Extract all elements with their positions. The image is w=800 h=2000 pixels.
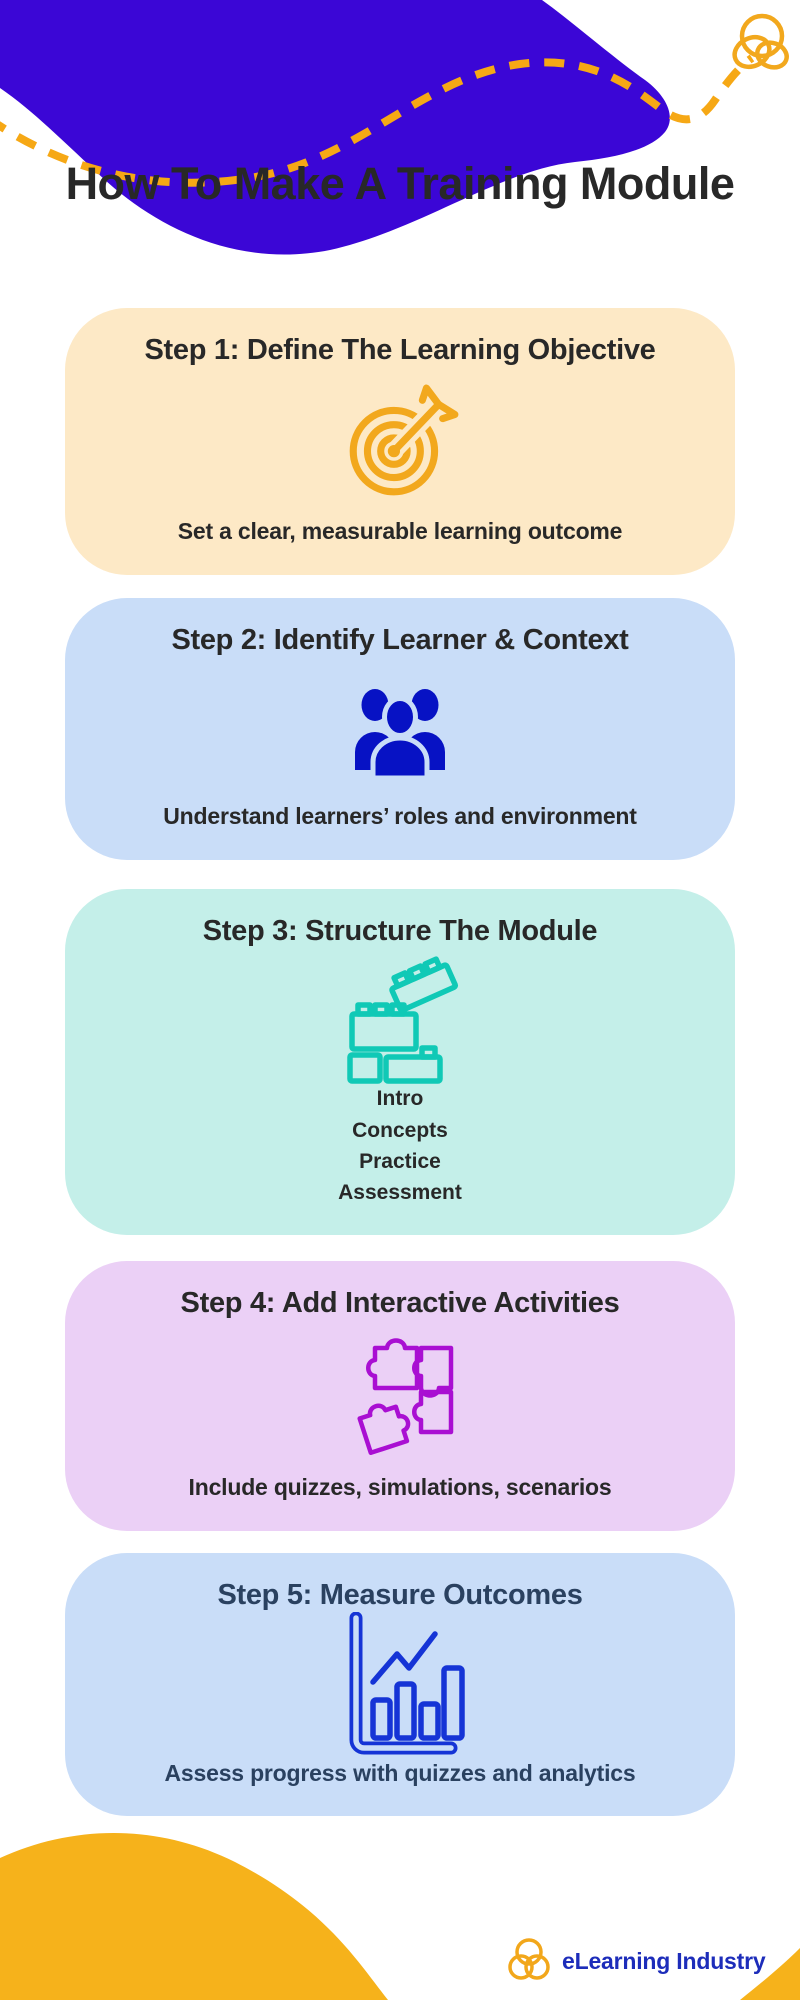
people-icon — [355, 689, 445, 780]
list-item: Concepts — [352, 1118, 448, 1142]
step-4-subtitle: Include quizzes, simulations, scenarios — [188, 1474, 612, 1500]
trefoil-icon — [508, 1938, 550, 1980]
module-structure-list: Intro Concepts Practice Assessment — [338, 1087, 462, 1205]
bar-chart-icon — [349, 1612, 465, 1755]
main-content: How To Make A Training Module Step 1: De… — [65, 158, 735, 1816]
step-2-subtitle: Understand learners’ roles and environme… — [163, 803, 637, 829]
step-3-title: Step 3: Structure The Module — [202, 915, 598, 947]
list-item: Practice — [359, 1149, 441, 1173]
brand-logo: eLearning Industry — [506, 1936, 766, 1986]
step-4-title: Step 4: Add Interactive Activities — [180, 1287, 620, 1319]
brand-name: eLearning Industry — [562, 1947, 766, 1974]
step-card-5: Step 5: Measure Outcomes Assess progress… — [65, 1553, 735, 1816]
step-2-title: Step 2: Identify Learner & Context — [171, 624, 629, 656]
step-1-icon-area — [339, 367, 461, 518]
step-4-icon-area — [341, 1320, 459, 1474]
step-card-3: Step 3: Structure The Module — [65, 889, 735, 1235]
step-3-icon-area — [329, 948, 471, 1087]
step-card-1: Step 1: Define The Learning Objective — [65, 308, 735, 575]
step-5-title: Step 5: Measure Outcomes — [217, 1579, 583, 1611]
step-card-2: Step 2: Identify Learner & Context Under — [65, 598, 735, 860]
list-item: Assessment — [338, 1180, 462, 1204]
step-1-title: Step 1: Define The Learning Objective — [144, 334, 656, 366]
page-title: How To Make A Training Module — [65, 158, 735, 209]
yellow-wave-shape — [0, 1833, 388, 2000]
step-5-icon-area — [334, 1612, 466, 1760]
list-item: Intro — [376, 1087, 424, 1111]
step-5-subtitle: Assess progress with quizzes and analyti… — [164, 1760, 636, 1786]
step-1-subtitle: Set a clear, measurable learning outcome — [177, 518, 623, 544]
target-icon — [349, 384, 459, 495]
step-2-icon-area — [344, 657, 456, 803]
building-blocks-icon — [347, 956, 459, 1084]
puzzle-icon — [357, 1338, 454, 1456]
step-card-4: Step 4: Add Interactive Activities Inclu… — [65, 1261, 735, 1531]
